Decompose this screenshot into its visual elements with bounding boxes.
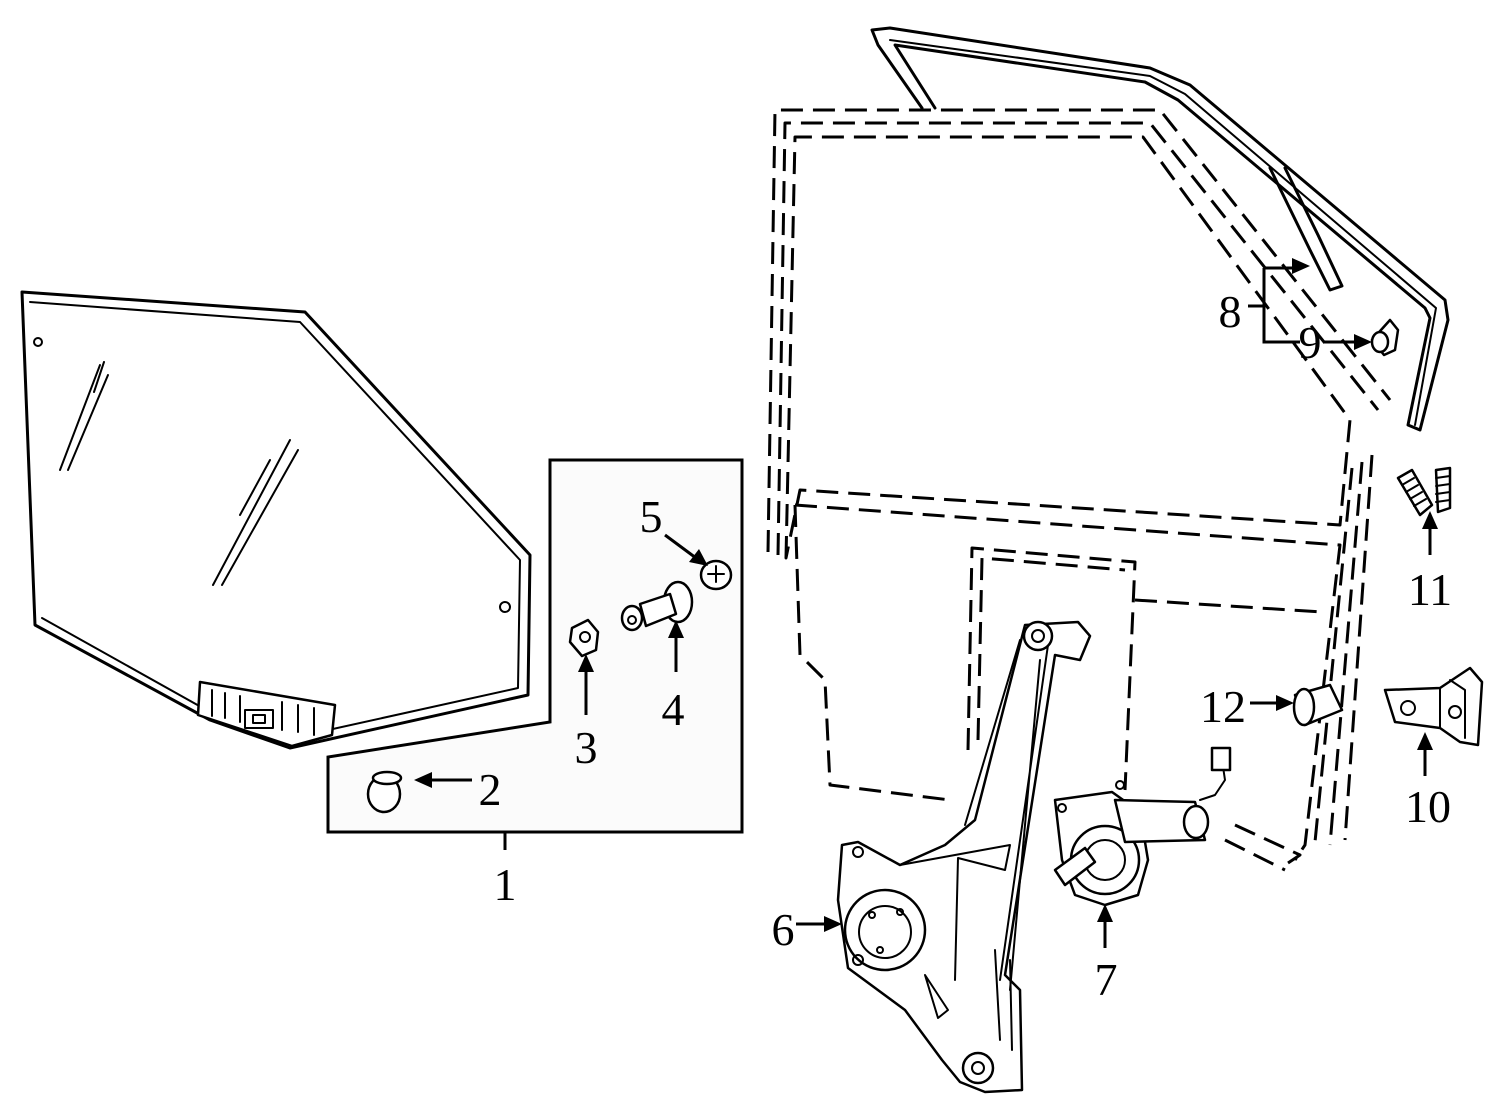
grommet-part [699, 559, 733, 591]
callout-2: 2 [479, 764, 502, 815]
clip-part [568, 618, 600, 658]
window-motor [1053, 746, 1232, 907]
callout-11: 11 [1408, 564, 1452, 615]
callout-4: 4 [662, 684, 685, 735]
callout-6: 6 [772, 904, 795, 955]
door-glass [20, 290, 532, 750]
channel-clip [1370, 318, 1400, 357]
pin-part [620, 580, 694, 632]
callout-8: 8 [1219, 286, 1242, 337]
leader-arrows [414, 258, 1438, 948]
callout-3: 3 [575, 722, 598, 773]
callout-7: 7 [1095, 954, 1118, 1005]
glass-stop-bumper [1292, 683, 1344, 727]
bumper-part [366, 770, 403, 814]
callout-1: 1 [494, 859, 517, 910]
stop-bumpers [1396, 466, 1452, 517]
kit-box [326, 458, 744, 850]
callout-5: 5 [640, 491, 663, 542]
callout-12: 12 [1200, 681, 1246, 732]
callout-10: 10 [1405, 781, 1451, 832]
window-regulator [836, 620, 1092, 1094]
callout-9: 9 [1299, 317, 1322, 368]
door-frame-outline [766, 108, 1392, 872]
door-hinge [1383, 666, 1484, 747]
glass-run-channel [870, 26, 1450, 432]
